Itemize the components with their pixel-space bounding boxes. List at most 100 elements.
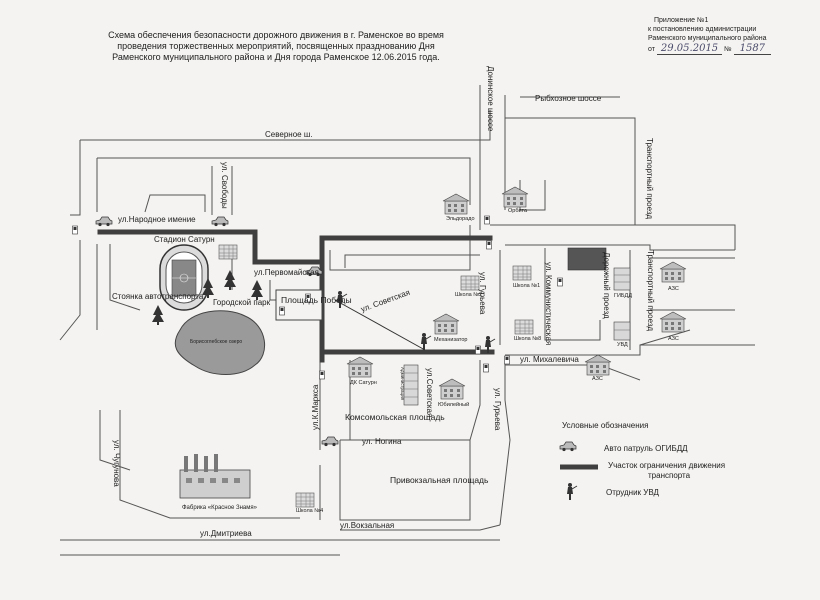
tree-icon xyxy=(224,270,236,290)
label-dmitrieva: ул.Дмитриева xyxy=(200,529,252,538)
label-administration: Администрация xyxy=(400,367,405,401)
label-vokzalnaya: ул.Вокзальная xyxy=(340,521,394,530)
label-privokzal: Привокзальная площадь xyxy=(390,475,489,485)
building-mechanizator-icon xyxy=(432,313,460,335)
appendix-line-3: Раменского муниципального района xyxy=(648,35,767,42)
road-network xyxy=(59,85,755,556)
building-school4-icon xyxy=(295,492,315,508)
label-lake: Борисоглебское озеро xyxy=(190,339,242,345)
patrol-car-icon xyxy=(321,436,339,447)
stadium-saturn xyxy=(159,244,209,311)
label-square: Площадь Победы xyxy=(281,295,352,305)
map-title: Схема обеспечения безопасности дорожного… xyxy=(96,30,456,63)
street-labels: Северное ш. Рыбхозное шоссе Донинское шо… xyxy=(112,66,655,538)
label-rybkhoznoe: Рыбхозное шоссе xyxy=(535,94,602,103)
building-dark-block xyxy=(567,247,607,271)
title-line-2: проведения торжественных мероприятий, по… xyxy=(117,41,435,51)
label-mechanizator: Механизатор xyxy=(434,337,467,343)
label-school8: Школа №8 xyxy=(514,336,541,342)
place-labels: Стадион Сатурн Стоянка автотранспорта Го… xyxy=(112,235,489,511)
church-icon xyxy=(557,277,563,287)
building-labels: Эльдорадо Орбита Школа №2 Школа №1 Школа… xyxy=(296,208,679,514)
label-pervomayskaya: ул.Первомайская xyxy=(254,268,319,277)
title-line-3: Раменского муниципального района и Дня г… xyxy=(112,52,440,62)
label-severnoe: Северное ш. xyxy=(265,130,312,139)
road-sign-icon xyxy=(486,240,492,250)
legend-officer-label: Отрудник УВД xyxy=(606,488,660,497)
monument-icon xyxy=(279,306,285,316)
label-kmarksa: ул.К.Маркса xyxy=(311,384,320,430)
legend-restriction-label-2: транспорта xyxy=(648,471,691,480)
label-transportny: Транспортный проезд xyxy=(645,138,654,219)
stadium-stand-icon xyxy=(218,244,238,260)
road-sign-icon xyxy=(504,355,510,365)
building-administration-icon xyxy=(403,364,419,406)
label-azs3: АЗС xyxy=(592,376,603,382)
date-prefix: от xyxy=(648,46,655,53)
gas-station-icon-3 xyxy=(584,354,612,376)
label-school1: Школа №1 xyxy=(513,283,540,289)
label-nogina: ул. Ногина xyxy=(362,437,402,446)
legend-restriction-label: Участок ограничения движения xyxy=(608,461,725,470)
label-kommunisticheskaya: ул. Коммунистическая xyxy=(544,262,553,345)
label-dorozhny: Дорожный проезд xyxy=(602,252,611,319)
building-eldorado-icon xyxy=(442,193,470,215)
label-guryeva2: ул. Гурьева xyxy=(493,388,502,431)
patrol-car-icon xyxy=(211,216,229,227)
legend-title: Условные обозначения xyxy=(562,421,648,430)
label-chugunova: ул. Чугунова xyxy=(112,440,121,487)
building-gibdd-icon xyxy=(613,267,631,291)
label-factory: Фабрика «Красное Знамя» xyxy=(182,505,258,511)
road-sign-icon xyxy=(483,363,489,373)
label-svoboda: ул. Свободы xyxy=(220,162,229,209)
road-sign-icon xyxy=(72,225,78,235)
factory-icon xyxy=(179,454,251,499)
patrol-car-icon xyxy=(95,216,113,227)
building-dk-icon xyxy=(346,356,374,378)
building-school1-icon xyxy=(512,265,532,281)
building-school2-icon xyxy=(460,275,480,291)
label-sovetskaya: ул. Советская xyxy=(360,288,412,314)
officer-icon xyxy=(420,332,432,351)
label-donino: Донинское шоссе xyxy=(486,66,495,132)
label-transportny2: Транспортный проезд xyxy=(646,250,655,331)
legend-patrol-icon xyxy=(559,441,577,452)
road-sign-icon xyxy=(475,345,481,355)
label-school4: Школа №4 xyxy=(296,508,323,514)
label-mikhalevicha: ул. Михалевича xyxy=(520,355,579,364)
tree-icon xyxy=(152,305,164,325)
label-narodnoe: ул.Народное имение xyxy=(118,215,196,224)
building-uvd-icon xyxy=(613,321,631,341)
label-guryeva: ул. Гурьева xyxy=(478,272,487,315)
appendix-block: Приложение №1 к постановлению администра… xyxy=(648,16,818,55)
label-azs2: АЗС xyxy=(668,336,679,342)
label-orbita: Орбита xyxy=(508,208,528,214)
label-stadium: Стадион Сатурн xyxy=(154,235,215,244)
label-gibdd: ГИБДД xyxy=(614,293,632,299)
label-school2: Школа №2 xyxy=(455,292,482,298)
legend-patrol-label: Авто патруль ОГИБДД xyxy=(604,444,688,453)
building-school8-icon xyxy=(514,319,534,335)
date-value: 29.05.2015 xyxy=(656,43,723,55)
building-jubilee-icon xyxy=(438,378,466,400)
tree-icon xyxy=(251,280,263,300)
building-orbita-icon xyxy=(501,186,529,208)
number-value: 1587 xyxy=(733,43,772,55)
label-parking-1: Стоянка автотранспорта xyxy=(112,292,204,301)
legend-officer-icon xyxy=(566,482,578,501)
label-uvd: УВД xyxy=(617,342,628,348)
appendix-line-1: Приложение №1 xyxy=(654,17,709,24)
label-jubilee: Юбилейный xyxy=(438,401,469,408)
label-eldorado: Эльдорадо xyxy=(446,216,475,222)
appendix-line-2: к постановлению администрации xyxy=(648,26,757,33)
sovetskaya-diagonal xyxy=(334,299,426,351)
appendix-date-row: от 29.05.2015 № 1587 xyxy=(648,43,818,55)
lake-borisoglebskoe xyxy=(174,310,266,375)
label-azs1: АЗС xyxy=(668,286,679,292)
label-dk: ДК Сатурн xyxy=(350,380,377,386)
road-sign-icon xyxy=(319,370,325,380)
gas-station-icon-1 xyxy=(659,261,687,283)
gas-station-icon-2 xyxy=(659,311,687,333)
label-park: Городской парк xyxy=(213,298,271,307)
